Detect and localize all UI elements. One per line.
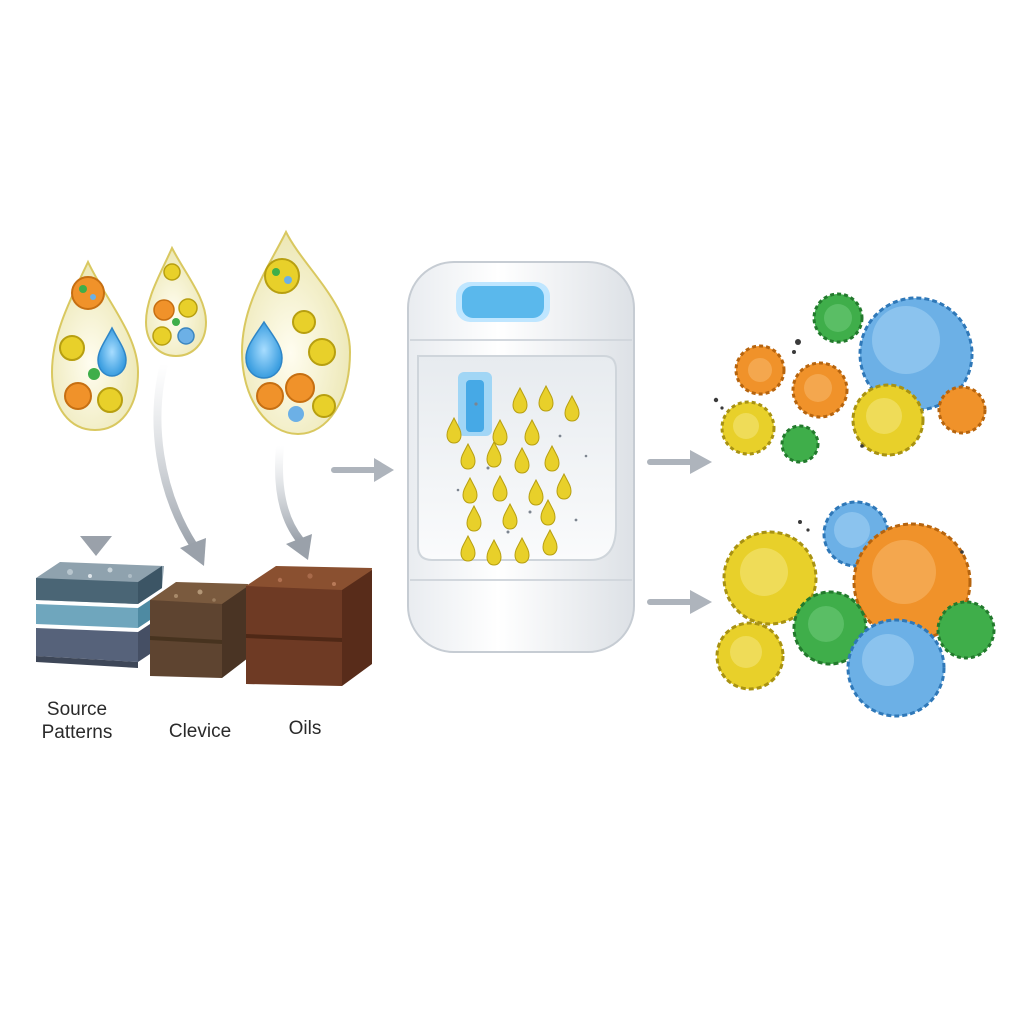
arrow-icon [274, 442, 312, 560]
particle-specks [798, 520, 964, 554]
label-oils: Oils [288, 718, 322, 739]
sediment-block-icon [150, 582, 248, 678]
particle-cluster-icon [792, 590, 868, 666]
particle-cluster-icon [722, 530, 818, 626]
cluster-group-top [713, 292, 987, 464]
particle-cluster-icon [791, 361, 849, 419]
device-icon [407, 261, 635, 653]
sediment-block-icon [36, 562, 164, 668]
label-source-line2: Patterns [41, 722, 113, 743]
arrow-icon [647, 590, 712, 614]
arrow-icon [331, 458, 394, 482]
label-source-line1: Source [46, 699, 108, 720]
particle-cluster-icon [812, 292, 864, 344]
arrow-group-down [80, 360, 312, 566]
droplet-group [50, 229, 352, 436]
droplet-icon [144, 245, 208, 358]
particle-cluster-icon [851, 383, 925, 457]
label-device: Clevice [168, 721, 232, 742]
label-source-patterns: Source Patterns [22, 698, 132, 744]
cluster-group-bottom [715, 500, 996, 718]
particle-cluster-icon [937, 385, 987, 435]
device-droplets [446, 384, 580, 566]
particle-cluster-icon [846, 618, 946, 718]
sediment-block-soil [150, 582, 248, 678]
arrow-icon [647, 450, 712, 474]
particle-cluster-icon [734, 344, 786, 396]
particle-cluster-icon [858, 296, 974, 412]
particle-cluster-icon [715, 621, 785, 691]
droplet-icon [240, 229, 352, 436]
particle-cluster-icon [780, 424, 820, 464]
sediment-block-icon [246, 566, 372, 686]
arrow-icon [153, 360, 206, 566]
arrow-icon [80, 446, 112, 556]
sediment-block-slate [36, 562, 164, 668]
device-specks [456, 402, 588, 534]
particle-cluster-icon [936, 600, 996, 660]
particle-cluster-icon [720, 400, 776, 456]
sediment-block-brick [246, 566, 372, 686]
droplet-icon [50, 259, 140, 432]
particle-specks [713, 339, 864, 448]
